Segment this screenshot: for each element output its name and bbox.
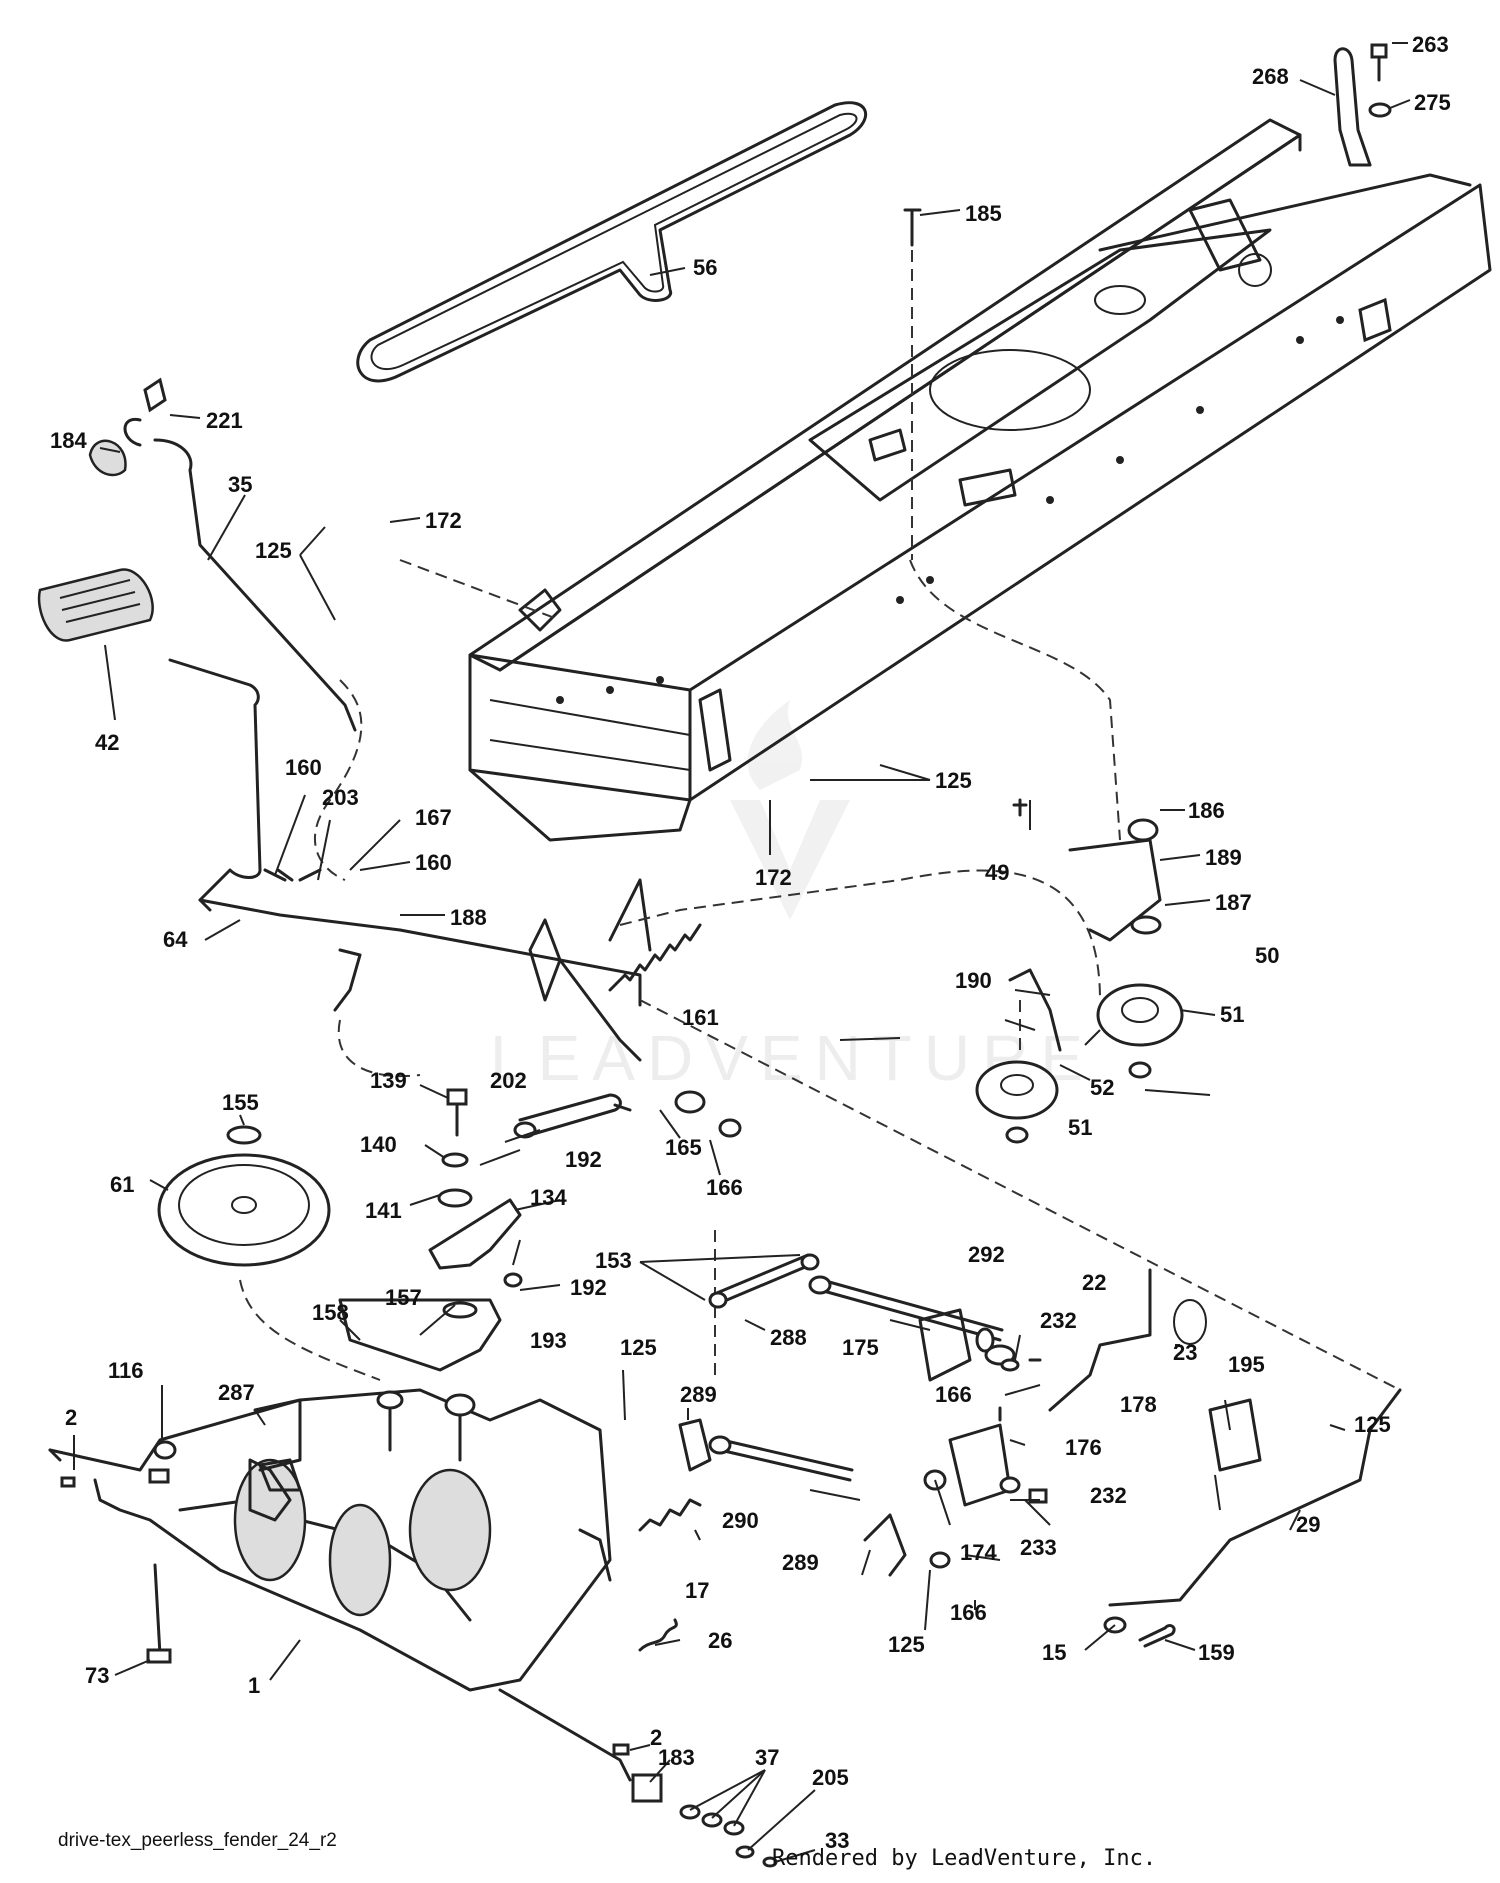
hardware-top-right [903, 43, 1392, 560]
linkage-assembly [678, 1253, 1402, 1648]
callout-1: 1 [248, 1673, 260, 1698]
callout-153: 153 [595, 1248, 632, 1273]
callout-165: 165 [665, 1135, 702, 1160]
middle-hardware [157, 1088, 742, 1319]
callout-184: 184 [50, 428, 87, 453]
pedal-assembly [37, 377, 652, 1062]
callout-167: 167 [415, 805, 452, 830]
callout-188: 188 [450, 905, 487, 930]
callout-125-far-right: 125 [1354, 1412, 1391, 1437]
callout-labels: 263 268 275 185 56 221 184 35 172 125 42… [50, 32, 1451, 1853]
callout-292: 292 [968, 1242, 1005, 1267]
callout-160-right: 160 [415, 850, 452, 875]
callout-2-lower: 2 [650, 1725, 662, 1750]
callout-159: 159 [1198, 1640, 1235, 1665]
callout-50: 50 [1255, 943, 1279, 968]
callout-232-upper: 232 [1040, 1308, 1077, 1333]
callout-172-top: 172 [425, 508, 462, 533]
drive-belt-part [356, 101, 868, 383]
callout-190: 190 [955, 968, 992, 993]
callout-203: 203 [322, 785, 359, 810]
callout-141: 141 [365, 1198, 402, 1223]
callout-172-bottom: 172 [755, 865, 792, 890]
callout-157: 157 [385, 1285, 422, 1310]
callout-186: 186 [1188, 798, 1225, 823]
callout-174: 174 [960, 1540, 997, 1565]
callout-166-upper: 166 [706, 1175, 743, 1200]
callout-205: 205 [812, 1765, 849, 1790]
callout-61: 61 [110, 1172, 134, 1197]
callout-139: 139 [370, 1068, 407, 1093]
pulley-assembly [975, 798, 1184, 1144]
callout-289-lower: 289 [782, 1550, 819, 1575]
callout-51-upper: 51 [1220, 1002, 1244, 1027]
callout-288: 288 [770, 1325, 807, 1350]
bottom-hardware [60, 1398, 778, 1868]
callout-17: 17 [685, 1578, 709, 1603]
callout-125-left: 125 [255, 538, 292, 563]
callout-64: 64 [163, 927, 188, 952]
callout-33: 33 [825, 1828, 849, 1853]
callout-189: 189 [1205, 845, 1242, 870]
callout-263: 263 [1412, 32, 1449, 57]
callout-176: 176 [1065, 1435, 1102, 1460]
callout-275: 275 [1414, 90, 1451, 115]
frame-part [468, 118, 1492, 842]
callout-73: 73 [85, 1663, 109, 1688]
callout-2-upper: 2 [65, 1405, 77, 1430]
callout-49: 49 [985, 860, 1009, 885]
callout-166-mid: 166 [935, 1382, 972, 1407]
callout-35: 35 [228, 472, 252, 497]
callout-193: 193 [530, 1328, 567, 1353]
callout-175: 175 [842, 1335, 879, 1360]
spring-161-part [608, 923, 702, 992]
callout-29: 29 [1296, 1512, 1320, 1537]
callout-125-bottom: 125 [888, 1632, 925, 1657]
callout-195: 195 [1228, 1352, 1265, 1377]
callout-26: 26 [708, 1628, 732, 1653]
callout-51-lower: 51 [1068, 1115, 1092, 1140]
diagram-code-caption: drive-tex_peerless_fender_24_r2 [58, 1830, 337, 1851]
callout-37: 37 [755, 1745, 779, 1770]
callout-289-upper: 289 [680, 1382, 717, 1407]
callout-160-left: 160 [285, 755, 322, 780]
callout-287: 287 [218, 1380, 255, 1405]
render-credit: Rendered by LeadVenture, Inc. [772, 1846, 1157, 1871]
callout-183: 183 [658, 1745, 695, 1770]
callout-232-lower: 232 [1090, 1483, 1127, 1508]
callout-140: 140 [360, 1132, 397, 1157]
callout-15: 15 [1042, 1640, 1066, 1665]
callout-116: 116 [108, 1358, 144, 1383]
leadventure-watermark: LEADVENTURE [490, 700, 1083, 1094]
callout-158: 158 [312, 1300, 349, 1325]
callout-52: 52 [1090, 1075, 1114, 1100]
callout-233: 233 [1020, 1535, 1057, 1560]
callout-221: 221 [206, 408, 243, 433]
callout-202: 202 [490, 1068, 527, 1093]
callout-42: 42 [95, 730, 119, 755]
callout-161: 161 [682, 1005, 719, 1030]
leader-lines [73, 42, 1411, 1863]
callout-192-lower: 192 [570, 1275, 607, 1300]
callout-185: 185 [965, 201, 1002, 226]
callout-178: 178 [1120, 1392, 1157, 1417]
callout-56: 56 [693, 255, 717, 280]
callout-155: 155 [222, 1090, 259, 1115]
callout-22: 22 [1082, 1270, 1106, 1295]
callout-268: 268 [1252, 64, 1289, 89]
callout-187: 187 [1215, 890, 1252, 915]
assembly-lines [239, 559, 1401, 1391]
callout-192-upper: 192 [565, 1147, 602, 1172]
callout-290: 290 [722, 1508, 759, 1533]
callout-23: 23 [1173, 1340, 1197, 1365]
callout-134: 134 [530, 1185, 567, 1210]
callout-166-lower: 166 [950, 1600, 987, 1625]
callout-125-mid: 125 [620, 1335, 657, 1360]
callout-125-right: 125 [935, 768, 972, 793]
